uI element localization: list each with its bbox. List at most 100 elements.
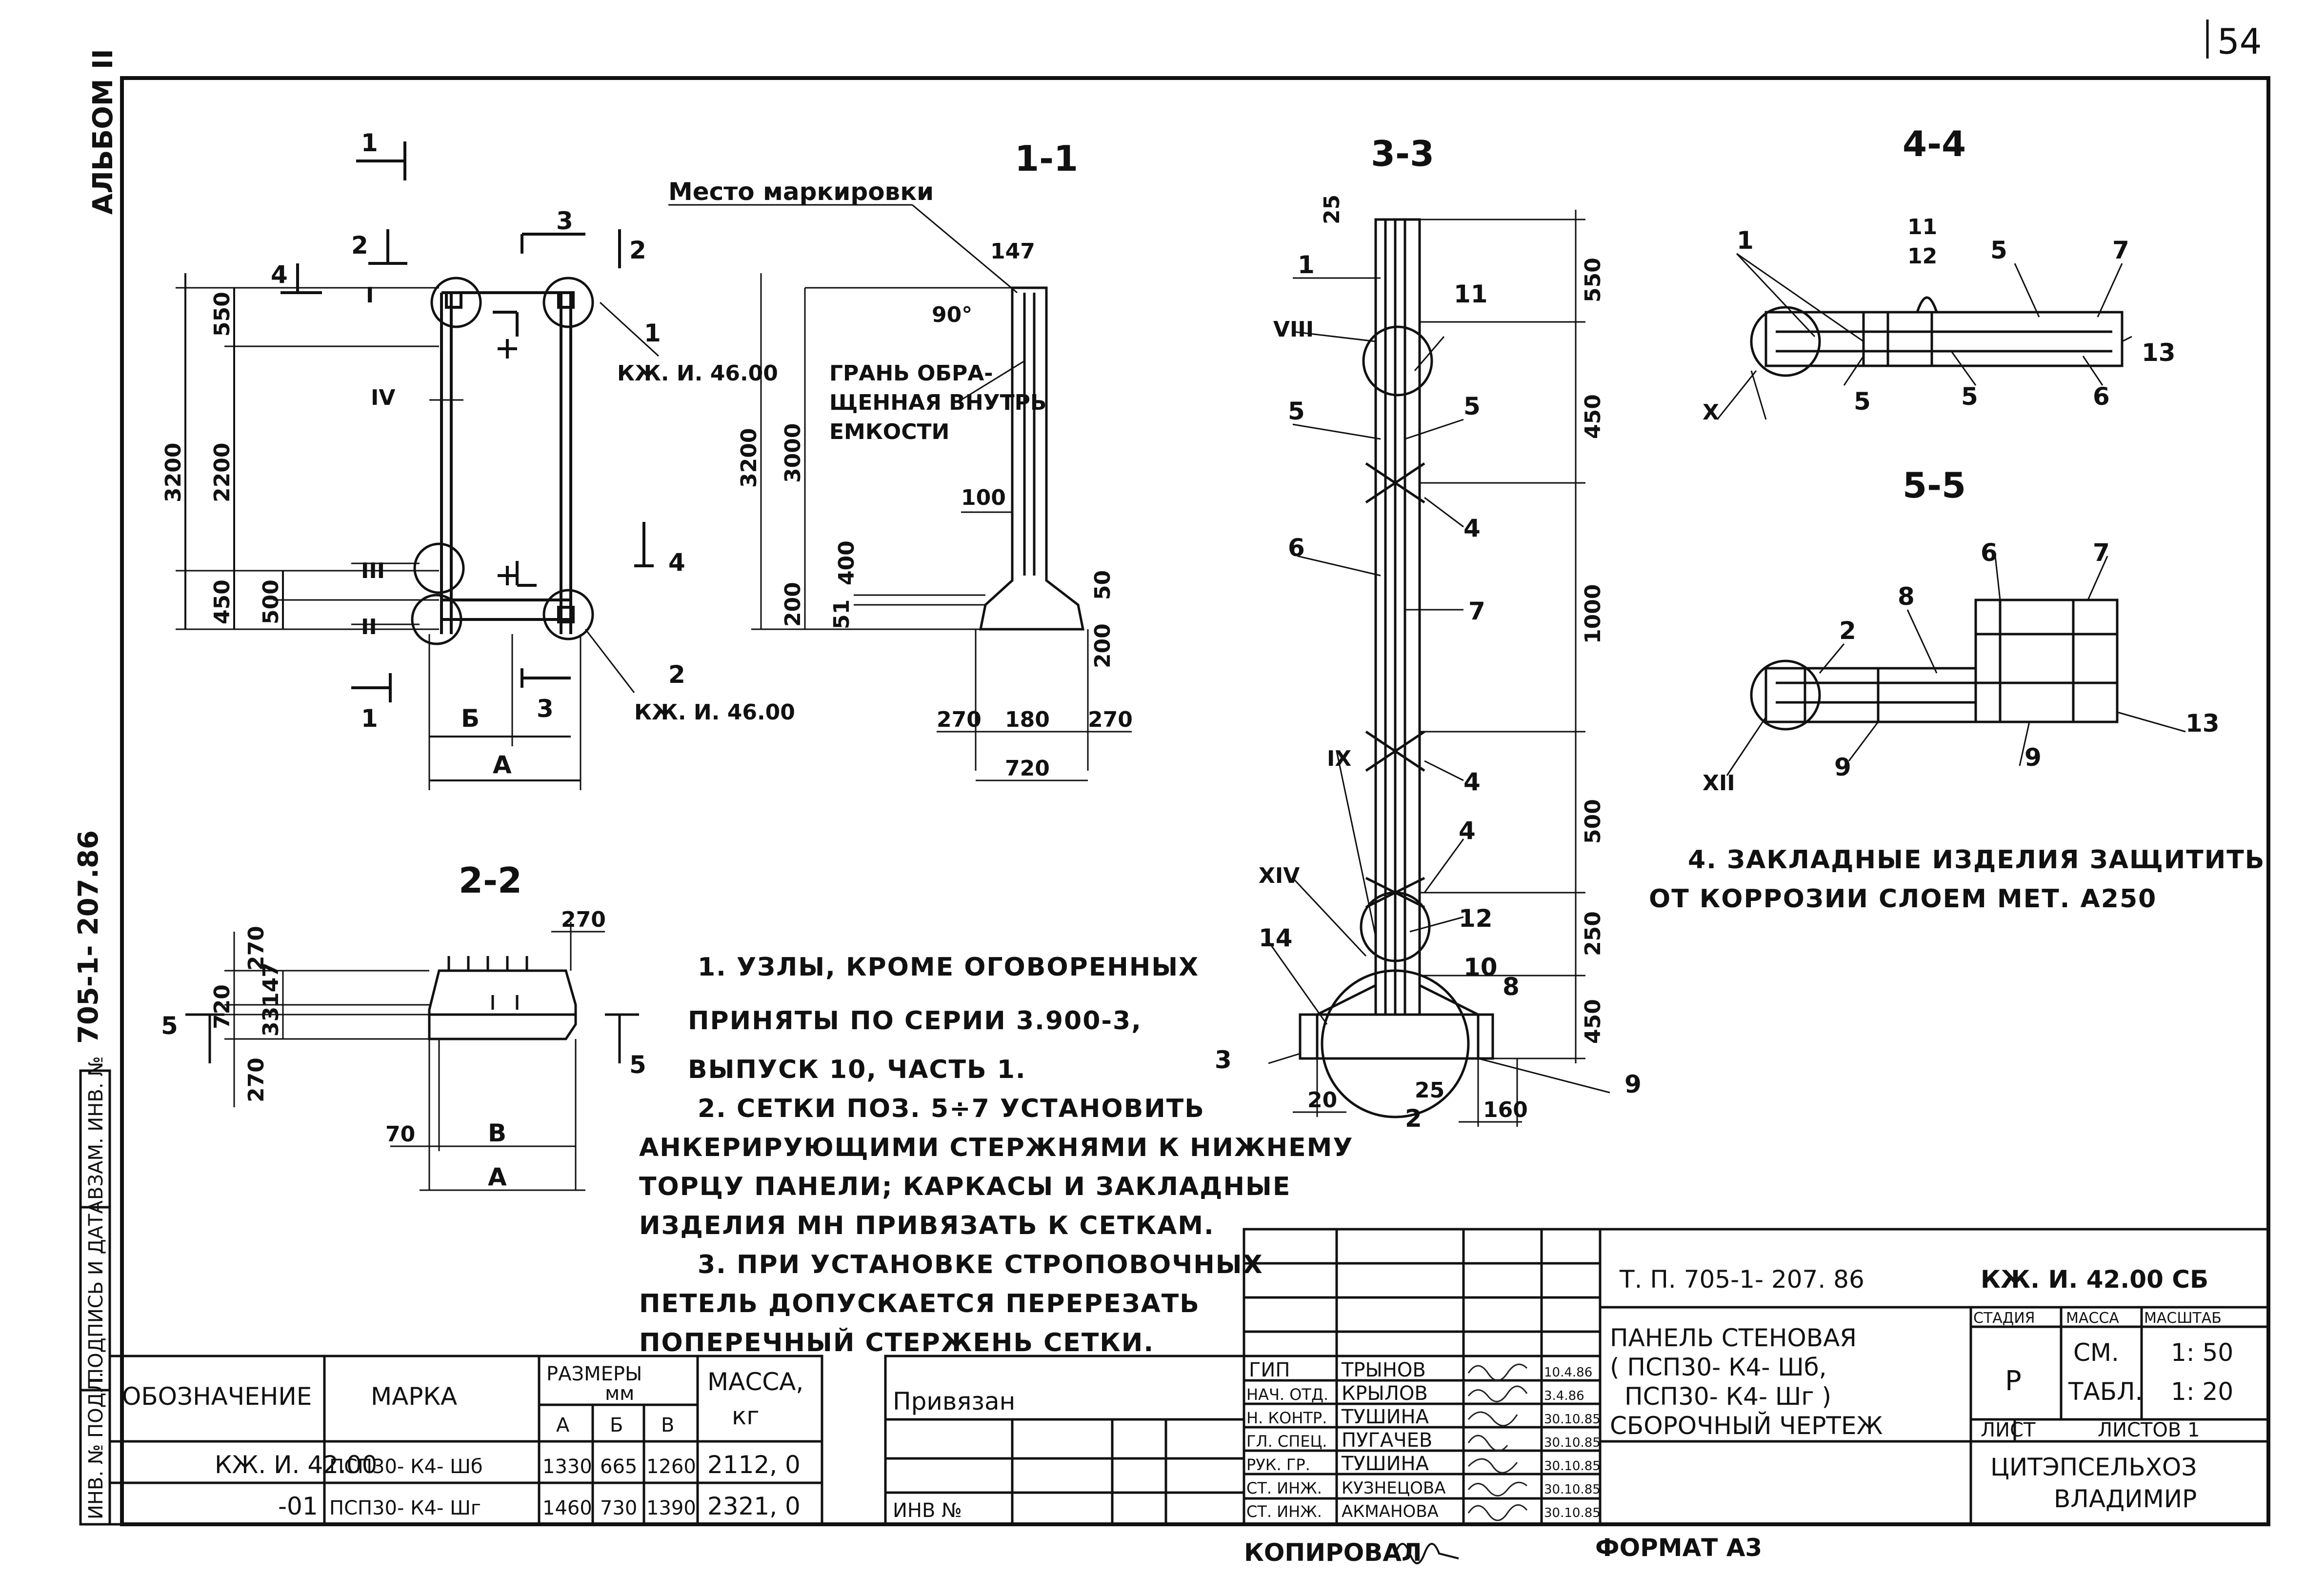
- sheets-label: ЛИСТОВ 1: [2098, 1419, 2200, 1441]
- staff-name-6: КУЗНЕЦОВА: [1342, 1478, 1445, 1498]
- section-5-5: [1726, 556, 2186, 776]
- s33-pos-7: 7: [1468, 597, 1485, 625]
- section-3-3: [1267, 210, 1610, 1127]
- s44-pos-5c: 5: [1961, 382, 1978, 411]
- staff-date-1: 10.4.86: [1544, 1365, 1592, 1380]
- spec-table: [108, 1355, 823, 1526]
- stage-header: СТАДИЯ: [1973, 1310, 2035, 1327]
- note-line-10: ПОПЕРЕЧНЫЙ СТЕРЖЕНЬ СЕТКИ.: [639, 1328, 1154, 1357]
- dim-s33-500: 500: [1581, 799, 1605, 844]
- node-I: I: [366, 283, 374, 308]
- dim-180: 180: [1005, 707, 1050, 732]
- staff-name-1: ТРЫНОВ: [1341, 1359, 1426, 1381]
- note-4-line-2: ОТ КОРРОЗИИ СЛОЕМ МЕТ. А250: [1649, 884, 2157, 914]
- section-mark-3b: 3: [537, 695, 554, 723]
- left-stamp-strip: ВЗАМ. ИНВ. № ПОДПИСЬ И ДАТА ИНВ. № ПОДЛ.: [79, 1056, 111, 1526]
- staff-name-3: ТУШИНА: [1341, 1406, 1429, 1428]
- scale-header: МАСШТАБ: [2144, 1310, 2222, 1327]
- pos-2: 2: [668, 660, 685, 689]
- row2-mark: ПСП30- К4- Шг: [329, 1497, 481, 1519]
- row2-mass: 2321, 0: [707, 1492, 801, 1520]
- staff-name-5: ТУШИНА: [1341, 1453, 1429, 1475]
- dim-s33-450b: 450: [1581, 999, 1605, 1044]
- node-II: II: [361, 615, 377, 639]
- dim-51: 51: [829, 599, 854, 629]
- dim-270b: 270: [1088, 707, 1133, 732]
- staff-name-4: ПУГАЧЕВ: [1342, 1429, 1432, 1452]
- name-line-3: ПСП30- К4- Шг ): [1624, 1382, 1831, 1411]
- s33-pos-4: 4: [1463, 514, 1481, 542]
- binding-inv: ИНВ №: [893, 1499, 962, 1522]
- staff-date-5: 30.10.85: [1544, 1459, 1601, 1474]
- section-5-5-title: 5-5: [1903, 465, 1966, 506]
- section-mark-5a: 5: [161, 1012, 178, 1040]
- section-mark-3: 3: [556, 207, 573, 235]
- dim-s33-25b: 25: [1415, 1078, 1444, 1103]
- s33-pos-9: 9: [1624, 1070, 1642, 1098]
- s44-pos-11: 11: [1907, 215, 1937, 239]
- s44-pos-13: 13: [2142, 339, 2176, 367]
- dim-3200-s: 3200: [737, 428, 762, 488]
- stamp-inv-replace: ВЗАМ. ИНВ. №: [85, 1056, 107, 1200]
- section-5-5-labels: 2 8 6 7 13 XII 9 9: [1703, 539, 2220, 796]
- dim-s33-250: 250: [1581, 911, 1605, 956]
- section-3-3-title: 3-3: [1371, 133, 1434, 174]
- th-mm: мм: [605, 1382, 634, 1405]
- dim-b: Б: [461, 704, 480, 733]
- th-kg: кг: [732, 1402, 759, 1430]
- plan-ref-1: КЖ. И. 46.00: [617, 361, 778, 386]
- stamp-signature-date: ПОДПИСЬ И ДАТА: [85, 1200, 107, 1383]
- s55-pos-7: 7: [2093, 539, 2110, 567]
- name-line-2: ( ПСП30- К4- Шб,: [1610, 1353, 1827, 1381]
- dim-a: А: [493, 751, 512, 779]
- dim-22-270r: 270: [561, 907, 606, 932]
- org-name-2: ВЛАДИМИР: [2054, 1485, 2197, 1513]
- title-block-text: Т. П. 705-1- 207. 86 КЖ. И. 42.00 СБ ПАН…: [1246, 1265, 2233, 1521]
- marking-place-label: Место маркировки: [668, 178, 934, 206]
- name-line-4: СБОРОЧНЫЙ ЧЕРТЕЖ: [1610, 1411, 1883, 1440]
- dim-s33-25: 25: [1320, 195, 1344, 224]
- s44-pos-5b: 5: [1854, 387, 1871, 416]
- row1-mass: 2112, 0: [707, 1451, 801, 1479]
- note-line-8: 3. ПРИ УСТАНОВКЕ СТРОПОВОЧНЫХ: [698, 1250, 1263, 1279]
- staff-date-3: 30.10.85: [1544, 1412, 1601, 1427]
- note-4-line-1: 4. ЗАКЛАДНЫЕ ИЗДЕЛИЯ ЗАЩИТИТЬ: [1688, 845, 2265, 875]
- row1-b: 665: [600, 1456, 637, 1478]
- general-notes: 1. УЗЛЫ, КРОМЕ ОГОВОРЕННЫХ ПРИНЯТЫ ПО СЕ…: [639, 953, 1354, 1357]
- dim-90: 90°: [932, 302, 972, 327]
- scale-value-2: 1: 20: [2171, 1377, 2233, 1406]
- s55-pos-6: 6: [1981, 539, 1998, 567]
- format-label: ФОРМАТ А3: [1595, 1534, 1762, 1562]
- note-line-5: АНКЕРИРУЮЩИМИ СТЕРЖНЯМИ К НИЖНЕМУ: [639, 1133, 1354, 1162]
- note-line-4: 2. СЕТКИ ПОЗ. 5÷7 УСТАНОВИТЬ: [698, 1094, 1205, 1123]
- row2-a: 1460: [542, 1497, 592, 1519]
- dim-s33-550: 550: [1581, 258, 1605, 302]
- s33-node-XIV: XIV: [1259, 863, 1300, 888]
- section-2-2-title: 2-2: [459, 860, 522, 901]
- pos-1: 1: [644, 319, 661, 347]
- binding-title: Привязан: [893, 1387, 1015, 1416]
- node-IV: IV: [371, 385, 395, 410]
- dim-720: 720: [1005, 756, 1050, 781]
- s55-node-XII: XII: [1703, 771, 1735, 796]
- section-mark-1: 1: [361, 129, 378, 157]
- th-v: В: [661, 1414, 674, 1436]
- section-2-2: [185, 922, 639, 1191]
- s44-pos-5: 5: [1990, 236, 2007, 264]
- section-4-4-title: 4-4: [1903, 123, 1966, 164]
- staff-date-2: 3.4.86: [1544, 1389, 1584, 1403]
- th-designation: ОБОЗНАЧЕНИЕ: [122, 1382, 312, 1411]
- s44-pos-12: 12: [1907, 244, 1937, 269]
- s44-pos-1: 1: [1737, 226, 1754, 255]
- tp-number: Т. П. 705-1- 207. 86: [1619, 1265, 1864, 1294]
- s44-pos-6: 6: [2093, 382, 2110, 411]
- signatures: [1467, 1363, 1528, 1521]
- dim-270a: 270: [937, 707, 982, 732]
- dim-200b: 200: [1090, 623, 1115, 668]
- s55-pos-9b: 9: [2024, 743, 2042, 772]
- dim-22-720: 720: [210, 984, 235, 1029]
- note-line-6: ТОРЦУ ПАНЕЛИ; КАРКАСЫ И ЗАКЛАДНЫЕ: [639, 1172, 1291, 1201]
- section-mark-2b: 2: [629, 236, 646, 264]
- s33-pos-4b: 4: [1463, 768, 1481, 796]
